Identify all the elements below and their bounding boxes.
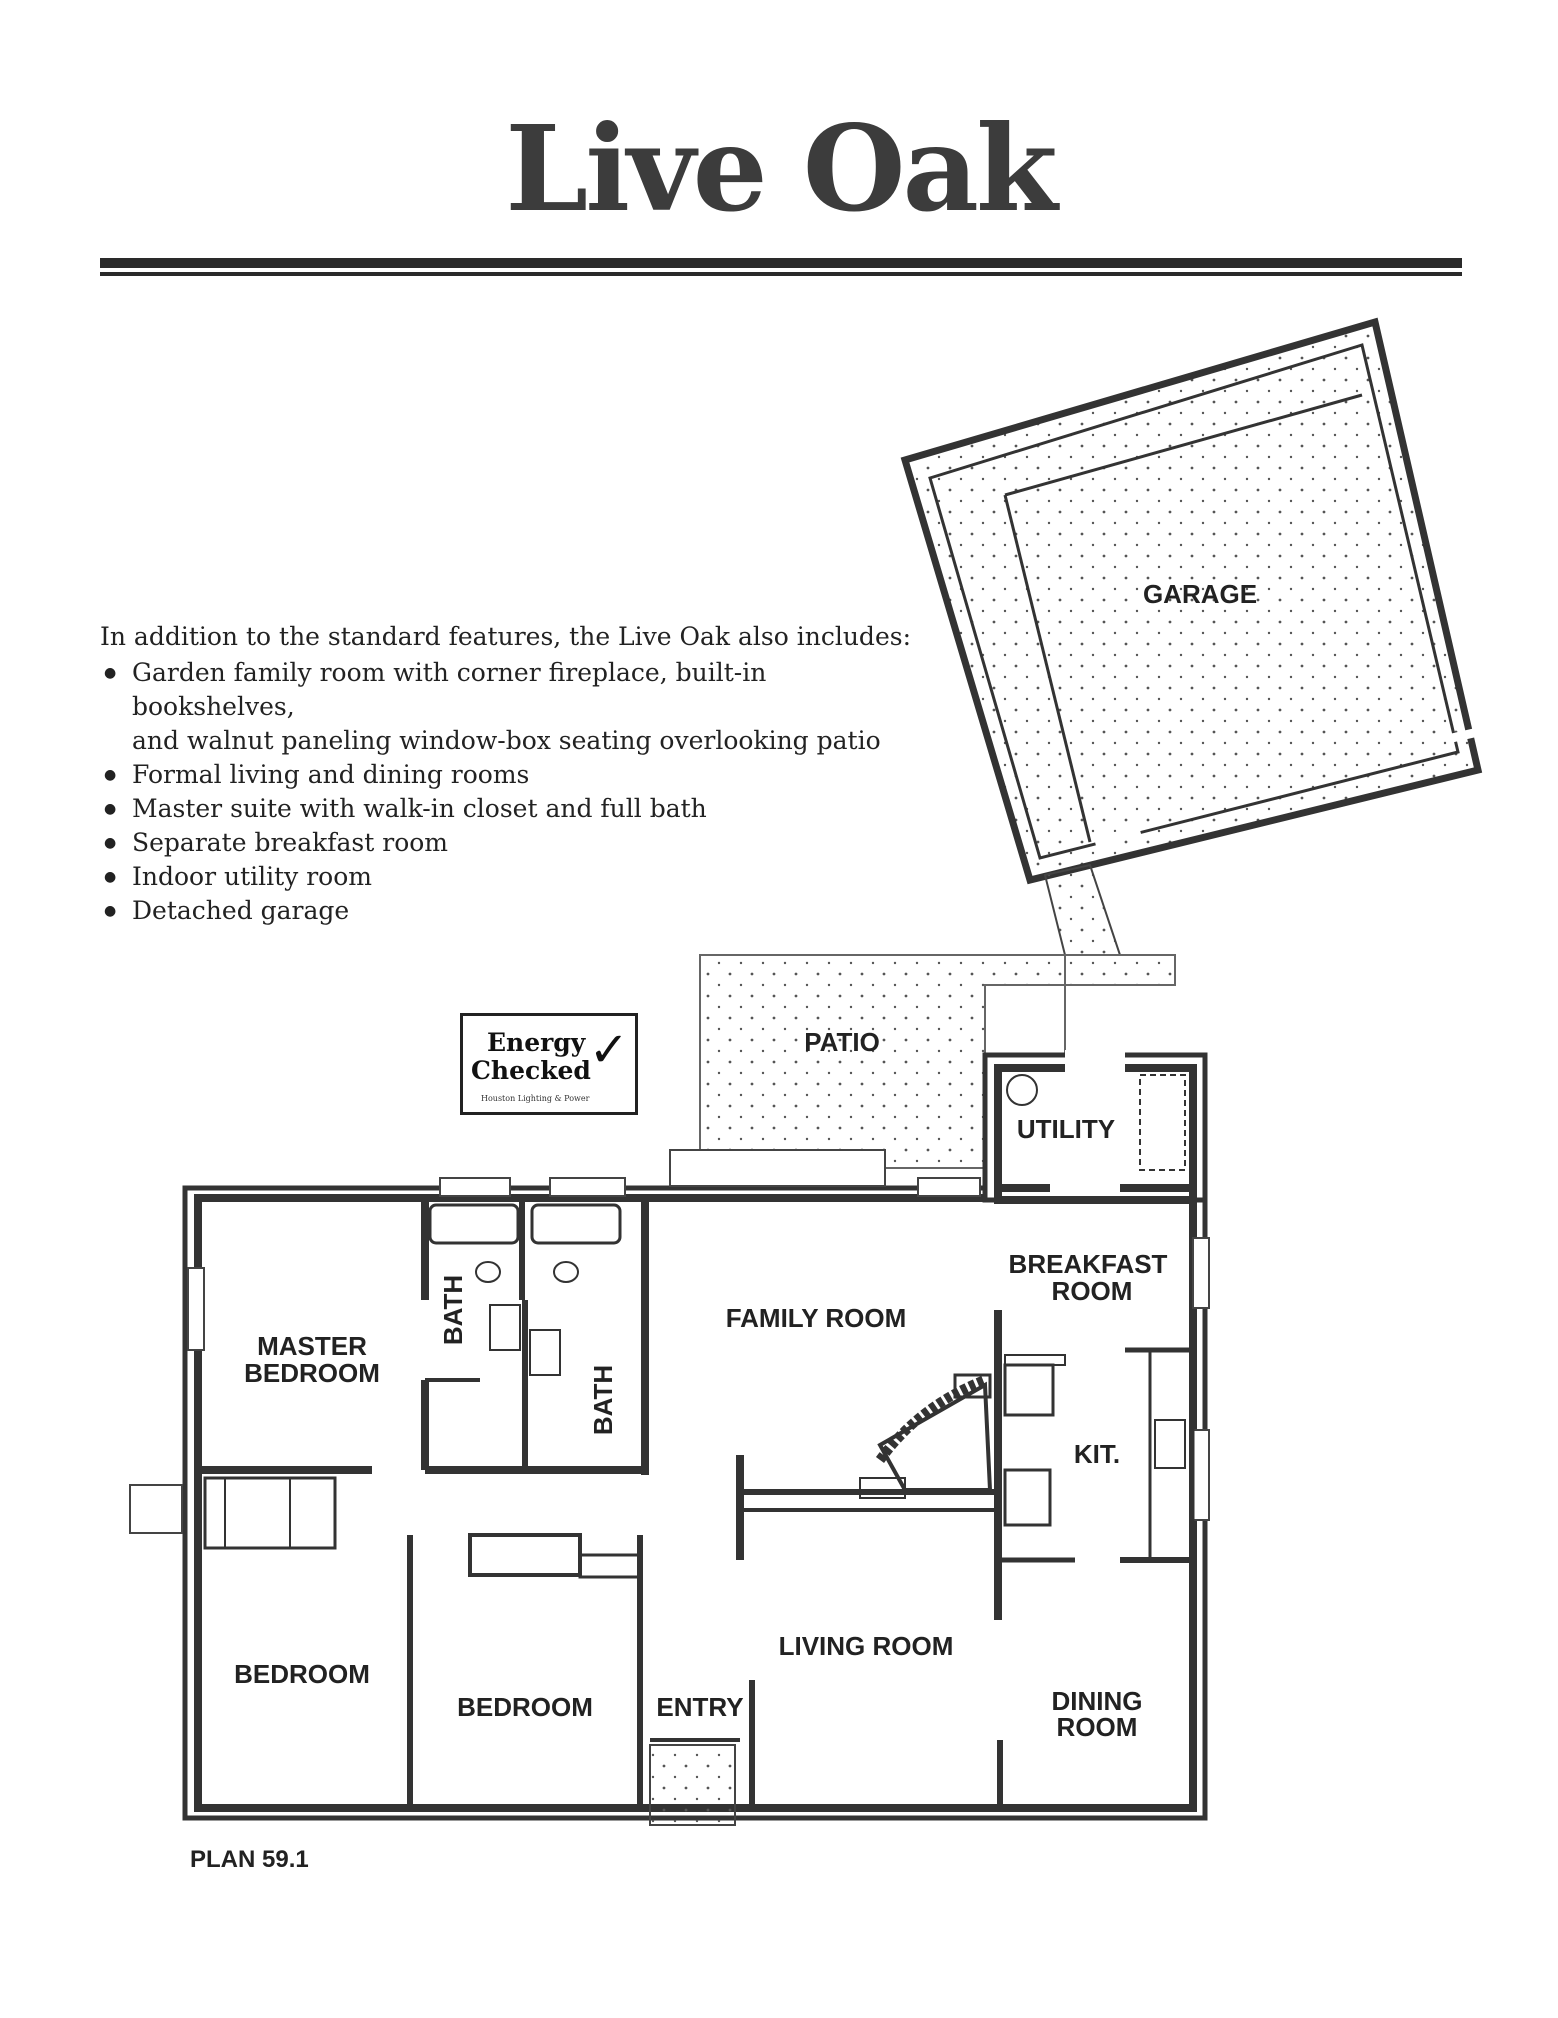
feature-intro: In addition to the standard features, th… bbox=[100, 622, 911, 651]
garage-bay-line bbox=[1003, 494, 1092, 843]
refrigerator-icon bbox=[1003, 1363, 1055, 1417]
label-utility: UTILITY bbox=[1017, 1114, 1115, 1144]
label-dining-line-2: ROOM bbox=[1057, 1712, 1138, 1742]
window bbox=[549, 1177, 626, 1197]
sink-icon bbox=[489, 1304, 521, 1351]
utility-doorway bbox=[1050, 1180, 1120, 1196]
badge-line-2: Checked bbox=[471, 1056, 591, 1085]
label-bath-hall: BATH bbox=[588, 1365, 618, 1435]
feature-item: Master suite with walk-in closet and ful… bbox=[100, 792, 920, 826]
breezeway bbox=[1043, 863, 1122, 956]
water-heater-icon bbox=[1006, 1074, 1038, 1106]
garage-door-gap bbox=[1093, 825, 1142, 847]
sink-icon bbox=[1154, 1419, 1186, 1469]
washer-dryer-icon bbox=[1139, 1074, 1186, 1171]
bathtub-icon bbox=[530, 1203, 622, 1245]
feature-item-continued: and walnut paneling window-box seating o… bbox=[132, 726, 881, 755]
feature-items: Garden family room with corner fireplace… bbox=[100, 656, 920, 928]
bathtub-icon bbox=[428, 1203, 520, 1245]
range-icon bbox=[1003, 1468, 1052, 1527]
title-rule bbox=[100, 258, 1462, 268]
garage-inner-wall bbox=[928, 343, 1460, 860]
house bbox=[129, 1050, 1210, 1826]
fireplace-icon bbox=[875, 1375, 987, 1463]
window bbox=[1192, 1429, 1210, 1521]
garage-window bbox=[1450, 727, 1480, 743]
label-master-line-2: BEDROOM bbox=[244, 1358, 380, 1388]
checkmark-icon: ✓ bbox=[588, 1022, 629, 1078]
garage-window bbox=[935, 610, 980, 762]
closet bbox=[468, 1533, 582, 1577]
badge-line-1: Energy bbox=[487, 1028, 586, 1057]
sink-icon bbox=[529, 1329, 561, 1376]
title-rule-thin bbox=[100, 272, 1462, 276]
counter bbox=[1004, 1354, 1066, 1366]
window bbox=[439, 1177, 511, 1197]
label-entry: ENTRY bbox=[656, 1692, 743, 1722]
label-bedroom-2: BEDROOM bbox=[457, 1692, 593, 1722]
label-living-room: LIVING ROOM bbox=[779, 1631, 954, 1661]
window bbox=[187, 1267, 205, 1351]
label-master-line-1: MASTER bbox=[257, 1331, 367, 1361]
feature-item: Separate breakfast room bbox=[100, 826, 920, 860]
window-box-seat bbox=[669, 1149, 886, 1187]
garage bbox=[900, 317, 1483, 885]
label-breakfast-line-2: ROOM bbox=[1052, 1276, 1133, 1306]
label-bedroom-1: BEDROOM bbox=[234, 1659, 370, 1689]
feature-item: Formal living and dining rooms bbox=[100, 758, 920, 792]
label-bath-master: BATH bbox=[438, 1275, 468, 1345]
label-garage: GARAGE bbox=[1143, 579, 1257, 609]
badge-line-3: Houston Lighting & Power bbox=[481, 1094, 590, 1103]
closet bbox=[203, 1476, 337, 1550]
toilet-icon bbox=[475, 1261, 501, 1283]
feature-list: In addition to the standard features, th… bbox=[100, 620, 920, 928]
label-family-room: FAMILY ROOM bbox=[726, 1303, 907, 1333]
hearth-step bbox=[859, 1477, 906, 1499]
toilet-icon bbox=[553, 1261, 579, 1283]
entry-porch bbox=[649, 1744, 736, 1826]
page-title: Live Oak bbox=[505, 99, 1058, 238]
energy-checked-badge: Energy Checked ✓ Houston Lighting & Powe… bbox=[460, 1013, 638, 1115]
fireplace-hearth bbox=[877, 1381, 993, 1492]
utility-door bbox=[1065, 1050, 1125, 1072]
label-dining-line-1: DINING bbox=[1052, 1686, 1143, 1716]
feature-item: Garden family room with corner fireplace… bbox=[100, 656, 920, 724]
linen-closet bbox=[578, 1553, 642, 1579]
label-kitchen: KIT. bbox=[1074, 1439, 1120, 1469]
label-patio: PATIO bbox=[804, 1027, 880, 1057]
chimney bbox=[129, 1484, 183, 1534]
window bbox=[1192, 1237, 1210, 1309]
garage-bay-line bbox=[1004, 393, 1363, 497]
label-breakfast-line-1: BREAKFAST bbox=[1009, 1249, 1168, 1279]
feature-item: Detached garage bbox=[100, 894, 920, 928]
feature-item: Indoor utility room bbox=[100, 860, 920, 894]
garage-outer-wall bbox=[900, 317, 1483, 885]
fireplace-box bbox=[953, 1373, 992, 1399]
window bbox=[917, 1177, 981, 1197]
kitchen-counter bbox=[1148, 1348, 1195, 1562]
plan-number: PLAN 59.1 bbox=[190, 1846, 309, 1873]
